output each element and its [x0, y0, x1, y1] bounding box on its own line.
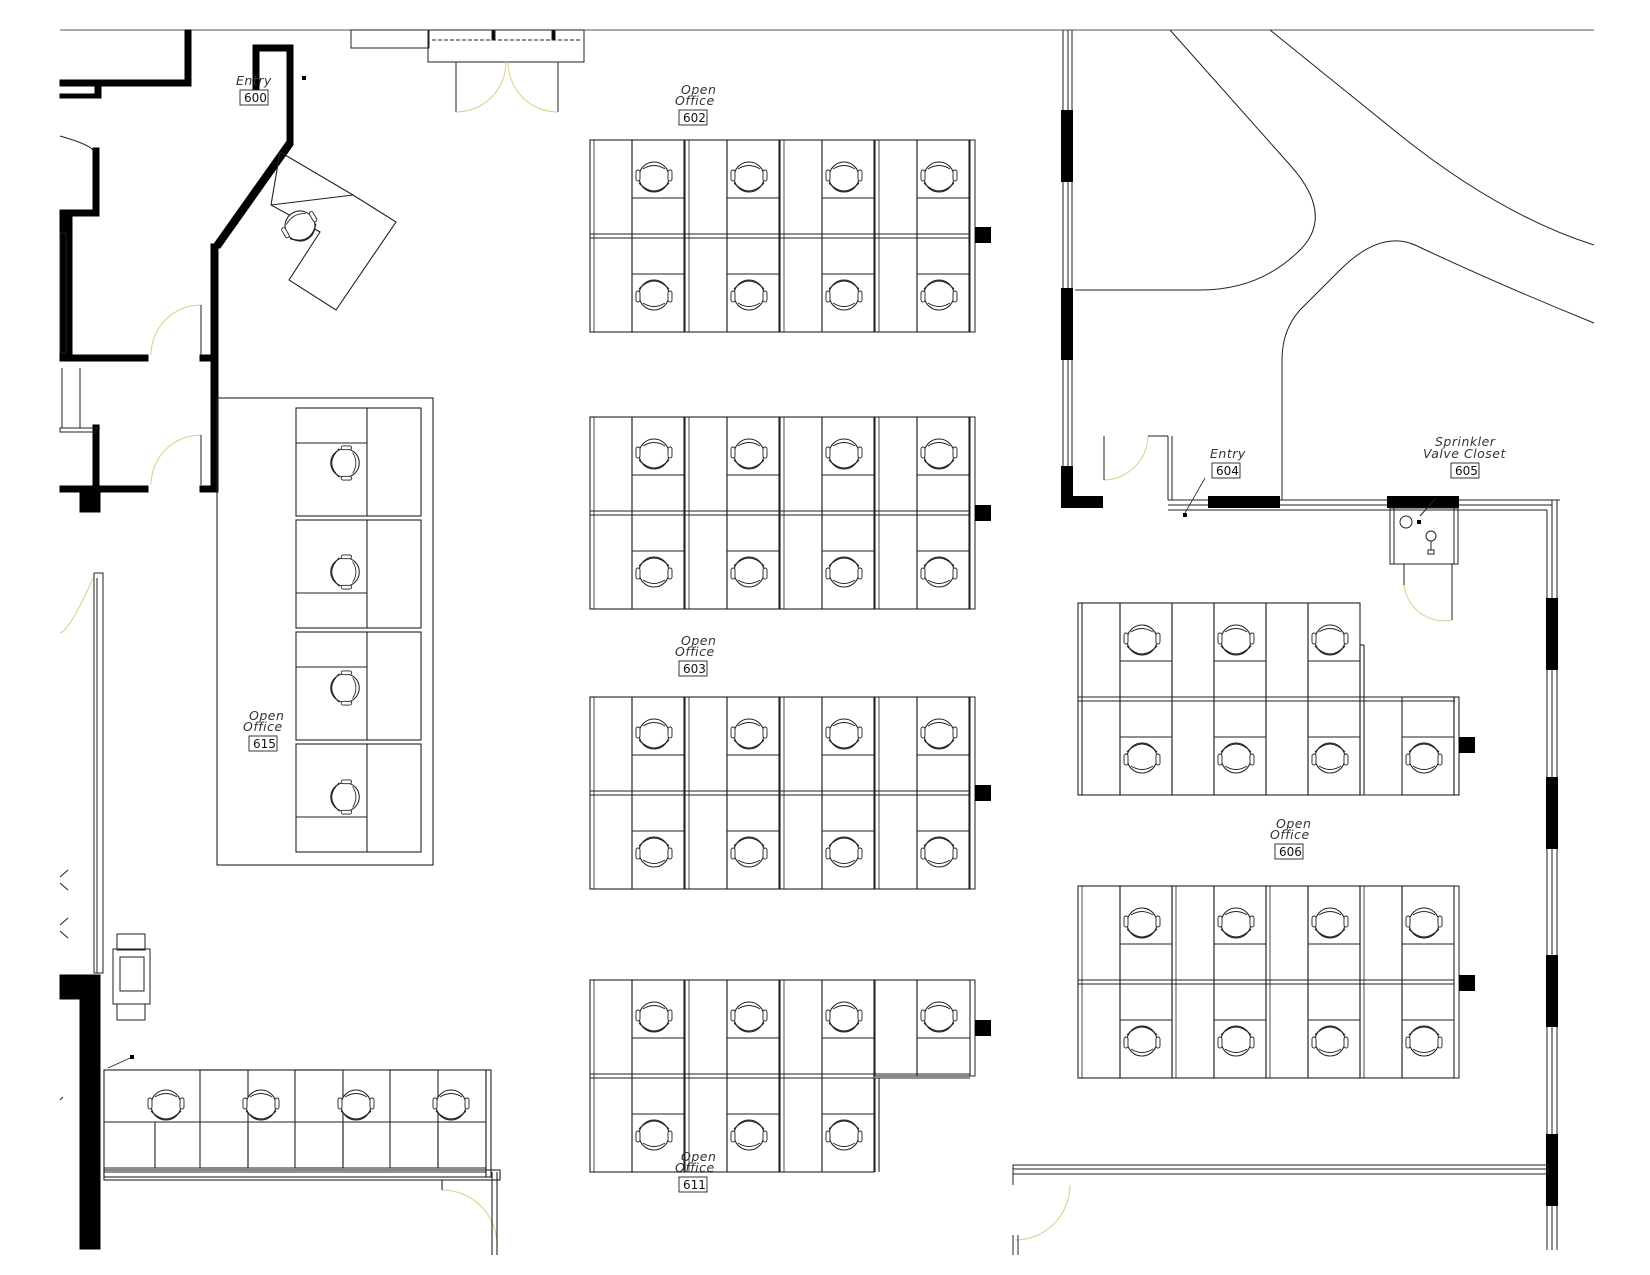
right-walls [1061, 30, 1560, 1250]
svg-text:Valve Closet: Valve Closet [1423, 446, 1506, 461]
top-doors [350, 29, 585, 112]
svg-text:606: 606 [1279, 845, 1302, 859]
svg-text:Office: Office [675, 644, 715, 659]
svg-text:Open: Open [681, 82, 716, 97]
label-sprinkler-605: Sprinkler Valve Closet 605 [1423, 434, 1506, 479]
svg-text:602: 602 [683, 111, 706, 125]
svg-text:Entry: Entry [1210, 446, 1246, 461]
cluster-603b [590, 697, 991, 889]
label-open-office-615: Open Office 615 [243, 708, 284, 752]
label-open-office-606: Open Office 606 [1270, 816, 1311, 860]
label-entry-600: Entry 600 [236, 73, 272, 106]
svg-text:Office: Office [243, 719, 283, 734]
svg-text:Office: Office [1270, 827, 1310, 842]
room-615-desks [216, 397, 434, 866]
road-lines [1075, 29, 1595, 500]
label-open-office-603: Open Office 603 [675, 633, 716, 677]
svg-text:Entry: Entry [236, 73, 272, 88]
svg-text:600: 600 [244, 91, 267, 105]
svg-text:Office: Office [675, 1160, 715, 1175]
cluster-611 [590, 979, 991, 1172]
svg-text:Office: Office [675, 93, 715, 108]
sprinkler-closet [1389, 497, 1459, 620]
svg-text:Open: Open [1276, 816, 1311, 831]
svg-text:615: 615 [253, 737, 276, 751]
cluster-603 [590, 417, 991, 609]
svg-text:Open: Open [249, 708, 284, 723]
svg-text:603: 603 [683, 662, 706, 676]
reception-desk [270, 151, 397, 311]
cluster-606-top [1077, 602, 1475, 796]
cluster-606-bottom [1078, 886, 1475, 1078]
svg-text:605: 605 [1455, 464, 1478, 478]
label-open-office-602: Open Office 602 [675, 82, 716, 126]
svg-text:604: 604 [1216, 464, 1239, 478]
label-entry-604: Entry 604 [1210, 446, 1246, 479]
room-611-bottom-row [103, 1069, 501, 1255]
svg-text:Open: Open [681, 633, 716, 648]
svg-text:Sprinkler: Sprinkler [1435, 434, 1496, 449]
left-wall-cluster [59, 29, 294, 1250]
svg-text:Open: Open [681, 1149, 716, 1164]
cluster-602 [590, 140, 991, 332]
svg-text:611: 611 [683, 1178, 706, 1192]
label-open-office-611: Open Office 611 [675, 1149, 716, 1193]
